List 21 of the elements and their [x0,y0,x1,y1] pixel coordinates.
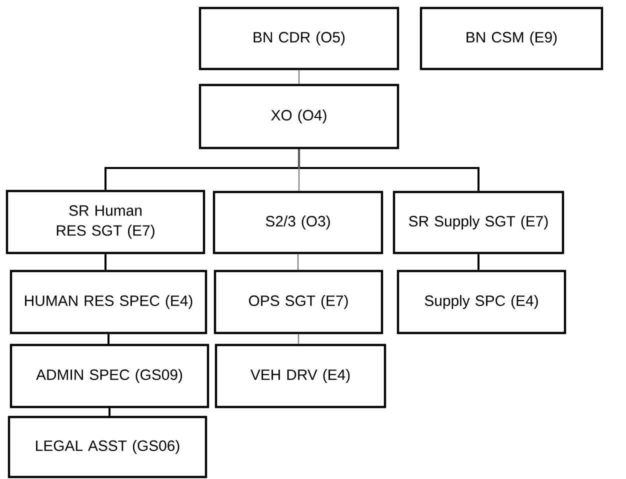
connector-line [298,334,300,344]
connector-line [104,254,106,270]
connector-line [298,149,300,191]
position-box: Supply SPC (E4) [396,270,566,334]
connector-line [298,70,300,84]
position-box: S2/3 (O3) [212,190,384,254]
position-box: VEH DRV (E4) [214,344,386,408]
connector-line [478,254,480,270]
position-box: HUMAN RES SPEC (E4) [10,270,208,334]
connector-line [297,254,299,270]
position-box: ADMIN SPEC (GS09) [10,344,210,408]
position-box: SR Supply SGT (E7) [392,190,564,254]
position-box: XO (O4) [198,84,400,150]
position-box: OPS SGT (E7) [214,270,384,334]
connector-line [108,334,110,344]
connector-line [298,149,480,191]
position-box: SR Human RES SGT (E7) [6,190,206,254]
position-box: BN CSM (E9) [420,6,604,70]
position-box: LEGAL ASST (GS06) [8,416,208,478]
connector-line [108,408,110,416]
position-box: BN CDR (O5) [198,6,400,70]
